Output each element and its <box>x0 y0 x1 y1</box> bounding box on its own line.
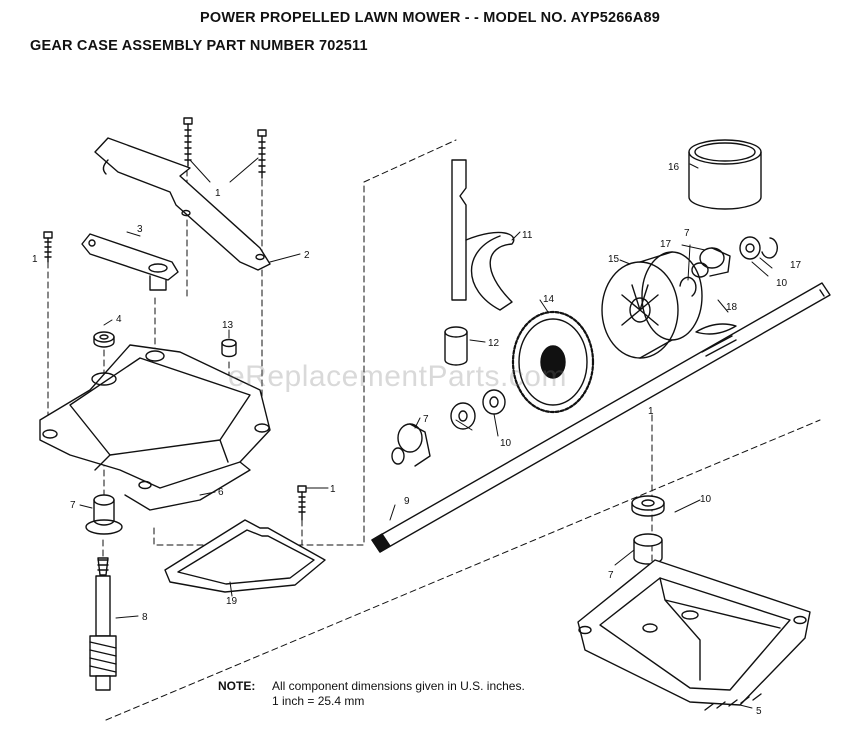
note-label: NOTE: <box>218 679 256 693</box>
clutch-drum-part-15 <box>601 251 703 359</box>
note-line-2: 1 inch = 25.4 mm <box>272 694 365 708</box>
callout-18: 18 <box>726 302 738 313</box>
note-line-1: All component dimensions given in U.S. i… <box>272 679 525 693</box>
page-title: POWER PROPELLED LAWN MOWER - - MODEL NO.… <box>199 10 661 26</box>
axle-shaft-part-9 <box>371 282 831 553</box>
assembly-subtitle: GEAR CASE ASSEMBLY PART NUMBER 702511 <box>30 38 368 54</box>
callout-11: 11 <box>522 230 533 241</box>
worm-gear-part-14 <box>511 310 595 414</box>
shift-fork-part-11 <box>451 159 515 311</box>
callout-17: 17 <box>660 239 672 250</box>
callout-8: 8 <box>142 612 148 623</box>
callout-2: 2 <box>304 250 310 261</box>
washers-part-10 <box>450 236 761 517</box>
sleeve-part-16 <box>688 139 762 210</box>
callout-1: 1 <box>215 188 221 199</box>
callout-19: 19 <box>226 596 238 607</box>
washer-part-4 <box>93 331 115 348</box>
retaining-rings-part-17 <box>679 237 778 297</box>
callout-1: 1 <box>648 406 654 417</box>
bushings-part-7 <box>85 247 731 565</box>
callout-5: 5 <box>756 706 762 717</box>
worm-shaft-part-8 <box>89 557 117 691</box>
callout-6: 6 <box>218 487 224 498</box>
callout-13: 13 <box>222 320 234 331</box>
callout-1: 1 <box>32 254 38 265</box>
callout-14: 14 <box>543 294 555 305</box>
gear-case-upper-part-6 <box>39 344 271 511</box>
gear-case-lower-part-5 <box>577 559 811 711</box>
top-bracket-part-2 <box>94 137 271 271</box>
callout-7: 7 <box>423 414 429 425</box>
dimension-note: NOTE: All component dimensions given in U… <box>218 679 525 709</box>
callout-labels: 1 1 1 1 2 3 4 5 6 7 7 7 7 8 9 10 10 10 1… <box>32 162 802 717</box>
bushing-part-12 <box>444 326 468 366</box>
screws-part-1 <box>43 117 307 521</box>
watermark: eReplacementParts.com <box>228 360 567 393</box>
note-text: All component dimensions given in U.S. i… <box>272 679 525 709</box>
callout-9: 9 <box>404 496 410 507</box>
callout-16: 16 <box>668 162 680 173</box>
callout-7: 7 <box>684 228 690 239</box>
callout-7: 7 <box>608 570 614 581</box>
leader-lines <box>79 157 773 709</box>
callout-10: 10 <box>700 494 712 505</box>
callout-12: 12 <box>488 338 500 349</box>
callout-1: 1 <box>330 484 336 495</box>
gasket-part-19 <box>164 519 326 593</box>
callout-17: 17 <box>790 260 802 271</box>
lever-part-3 <box>81 233 179 291</box>
callout-10: 10 <box>500 438 512 449</box>
callout-10: 10 <box>776 278 788 289</box>
callout-15: 15 <box>608 254 620 265</box>
plug-part-13 <box>221 338 237 358</box>
key-part-18 <box>695 323 737 335</box>
callout-3: 3 <box>137 224 143 235</box>
callout-7: 7 <box>70 500 76 511</box>
callout-4: 4 <box>116 314 122 325</box>
